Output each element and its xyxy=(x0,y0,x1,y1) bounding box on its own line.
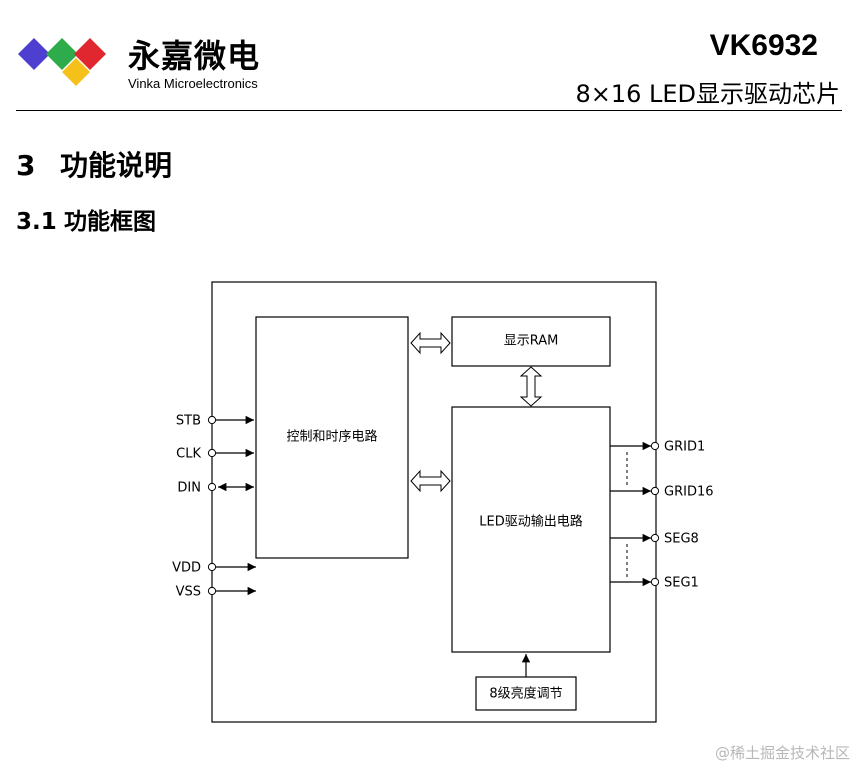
chip-model: VK6932 xyxy=(709,29,818,62)
pin-vdd-label: VDD xyxy=(172,561,201,576)
logo-diamond-green xyxy=(46,38,78,70)
led-control-bus-arrow xyxy=(410,469,451,493)
watermark: @稀土掘金技术社区 xyxy=(714,744,850,762)
chip-outline xyxy=(211,281,657,723)
led-driver-label: LED驱动输出电路 xyxy=(479,514,582,530)
logo-diamond-yellow xyxy=(62,58,90,86)
pin-grid16-label: GRID16 xyxy=(664,485,714,500)
ram-led-bus-arrow xyxy=(519,366,543,407)
display-ram-label: 显示RAM xyxy=(504,334,559,349)
subsection-title: 功能框图 xyxy=(64,209,156,235)
header-divider xyxy=(16,110,842,111)
pin-clk-label: CLK xyxy=(176,447,201,462)
pin-seg1-label: SEG1 xyxy=(664,576,699,591)
section-title: 功能说明 xyxy=(60,149,173,182)
pin-grid16 xyxy=(650,486,660,496)
pin-vss-label: VSS xyxy=(176,585,201,600)
chip-subtitle: 8×16 LED显示驱动芯片 xyxy=(575,80,840,108)
pin-seg1 xyxy=(650,577,660,587)
subsection-heading: 3.1 功能框图 xyxy=(16,206,156,238)
pin-vdd xyxy=(207,562,217,572)
pin-grid1 xyxy=(650,441,660,451)
control-timing-block xyxy=(255,316,409,559)
vinka-logo xyxy=(18,38,106,86)
company-name-en: Vinka Microelectronics xyxy=(128,76,258,91)
section-heading: 3 功能说明 xyxy=(16,148,172,184)
pin-clk xyxy=(207,448,217,458)
ram-control-bus-arrow xyxy=(410,331,451,355)
section-number: 3 xyxy=(16,149,36,182)
control-timing-label: 控制和时序电路 xyxy=(286,429,377,445)
pin-vss xyxy=(207,586,217,596)
subsection-number: 3.1 xyxy=(16,209,57,235)
pin-grid1-label: GRID1 xyxy=(664,440,705,455)
pin-seg8-label: SEG8 xyxy=(664,532,699,547)
led-driver-block xyxy=(451,406,611,653)
brightness-label: 8级亮度调节 xyxy=(489,686,562,702)
logo-diamond-blue xyxy=(18,38,50,70)
pin-seg8 xyxy=(650,533,660,543)
display-ram-block xyxy=(451,316,611,367)
pin-din xyxy=(207,482,217,492)
pin-din-label: DIN xyxy=(177,481,201,496)
pin-stb-label: STB xyxy=(176,414,201,429)
pin-stb xyxy=(207,415,217,425)
company-name-cn: 永嘉微电 xyxy=(128,37,261,75)
logo-diamond-red xyxy=(74,38,106,70)
